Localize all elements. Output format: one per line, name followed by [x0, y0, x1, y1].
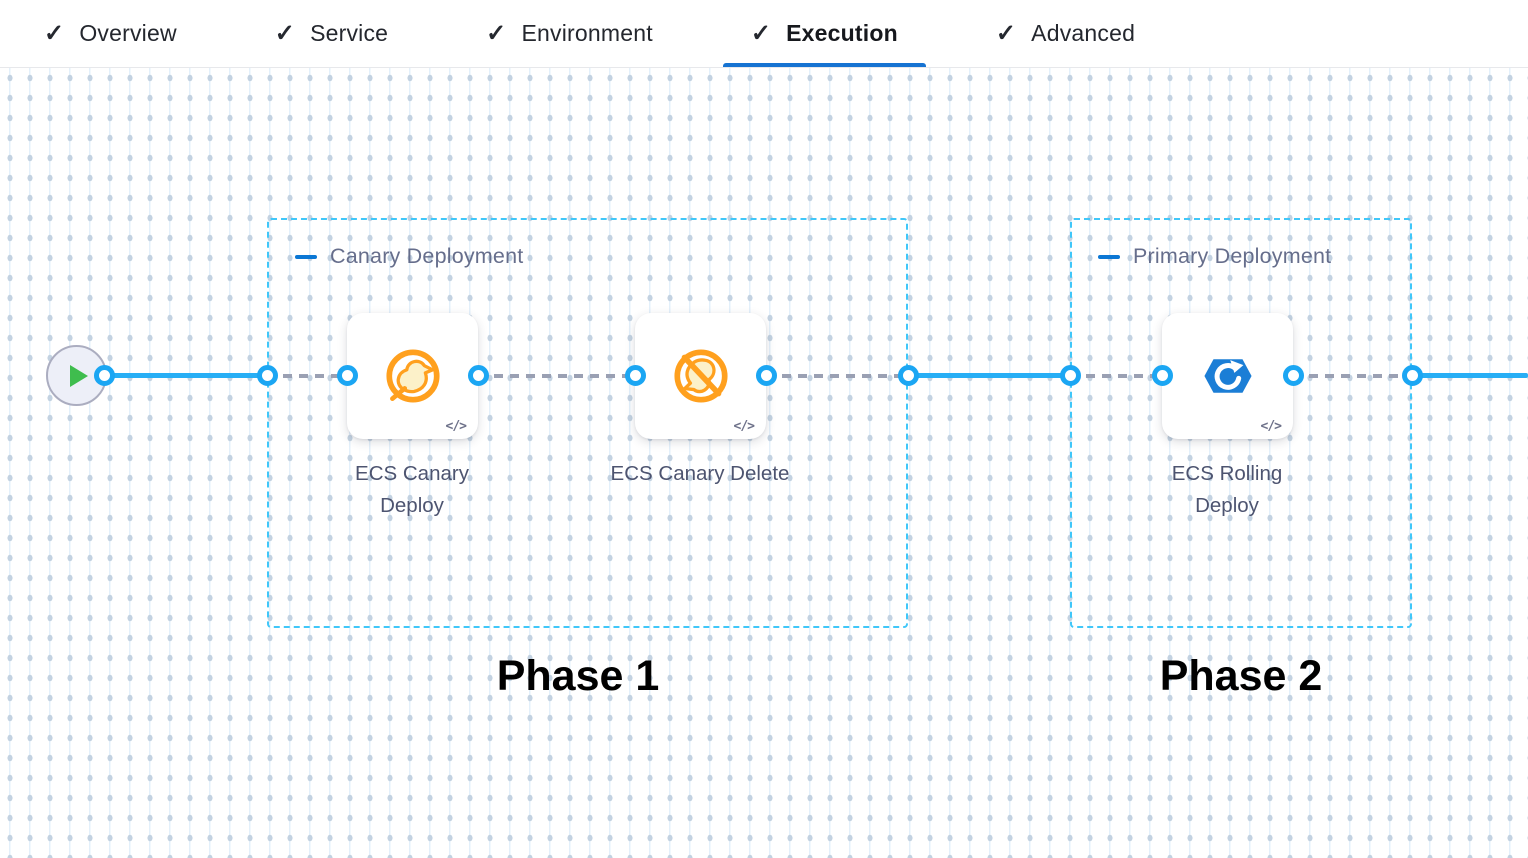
collapse-minus-icon[interactable] [1098, 254, 1120, 259]
stage-group-canary-deployment: Canary Deployment [267, 218, 908, 628]
flow-line-dashed [267, 374, 347, 378]
tab-execution[interactable]: ✓ Execution [721, 0, 928, 67]
step-label: ECS Canary Delete [610, 462, 790, 485]
check-icon: ✓ [44, 19, 65, 47]
canary-delete-icon [673, 349, 728, 403]
check-icon: ✓ [995, 19, 1017, 47]
collapse-minus-icon[interactable] [295, 254, 317, 259]
phase-2-annotation: Phase 2 [1159, 652, 1323, 700]
active-tab-underline [722, 63, 926, 67]
check-icon: ✓ [486, 19, 507, 47]
tab-environment[interactable]: ✓ Environment [456, 0, 683, 67]
flow-line-dashed [1293, 374, 1412, 378]
connector-port[interactable] [756, 365, 777, 386]
connector-port[interactable] [1283, 365, 1304, 386]
ecs-rolling-deploy-icon [1203, 359, 1252, 393]
stage-group-header: Canary Deployment [295, 244, 523, 269]
check-icon: ✓ [750, 19, 772, 47]
play-icon [70, 364, 88, 387]
step-label: ECS Canary Deploy [355, 462, 469, 517]
code-template-icon: </> [733, 419, 756, 434]
tab-label: Execution [786, 20, 898, 46]
flow-line-solid [104, 373, 267, 378]
code-template-icon: </> [445, 419, 468, 434]
code-template-icon: </> [1260, 419, 1283, 434]
flow-line-solid [1412, 373, 1528, 378]
connector-port[interactable] [1402, 365, 1423, 386]
flow-line-dashed [766, 374, 908, 378]
pipeline-canvas[interactable]: Canary Deployment Primary Deployment [0, 68, 1528, 858]
stage-config-tab-bar: ✓ Overview ✓ Service ✓ Environment ✓ Exe… [0, 0, 1528, 68]
tab-label: Service [310, 20, 389, 46]
connector-port[interactable] [257, 365, 278, 386]
connector-port[interactable] [1152, 365, 1173, 386]
stage-group-primary-deployment: Primary Deployment [1070, 218, 1412, 628]
flow-line-dashed [1070, 374, 1162, 378]
step-label: ECS Rolling Deploy [1171, 462, 1283, 517]
flow-line-solid [908, 373, 1070, 378]
tab-advanced[interactable]: ✓ Advanced [966, 0, 1165, 67]
connector-port[interactable] [898, 365, 919, 386]
step-ecs-canary-delete[interactable]: </> [635, 313, 766, 439]
tab-label: Environment [521, 20, 653, 46]
step-ecs-canary-deploy[interactable]: </> [347, 313, 478, 439]
stage-group-title: Primary Deployment [1133, 244, 1332, 268]
connector-port[interactable] [1060, 365, 1081, 386]
check-icon: ✓ [274, 19, 296, 47]
stage-group-header: Primary Deployment [1098, 244, 1331, 269]
phase-1-annotation: Phase 1 [496, 652, 660, 700]
tab-label: Advanced [1031, 20, 1136, 46]
connector-port[interactable] [468, 365, 489, 386]
flow-line-dashed [478, 374, 635, 378]
canary-deploy-icon [385, 349, 440, 403]
connector-port[interactable] [337, 365, 358, 386]
tab-overview[interactable]: ✓ Overview [14, 0, 207, 67]
stage-group-title: Canary Deployment [330, 244, 524, 268]
connector-port[interactable] [625, 365, 646, 386]
connector-port[interactable] [94, 365, 115, 386]
tab-label: Overview [79, 20, 177, 46]
step-ecs-rolling-deploy[interactable]: </> [1162, 313, 1293, 439]
tab-service[interactable]: ✓ Service [245, 0, 418, 67]
